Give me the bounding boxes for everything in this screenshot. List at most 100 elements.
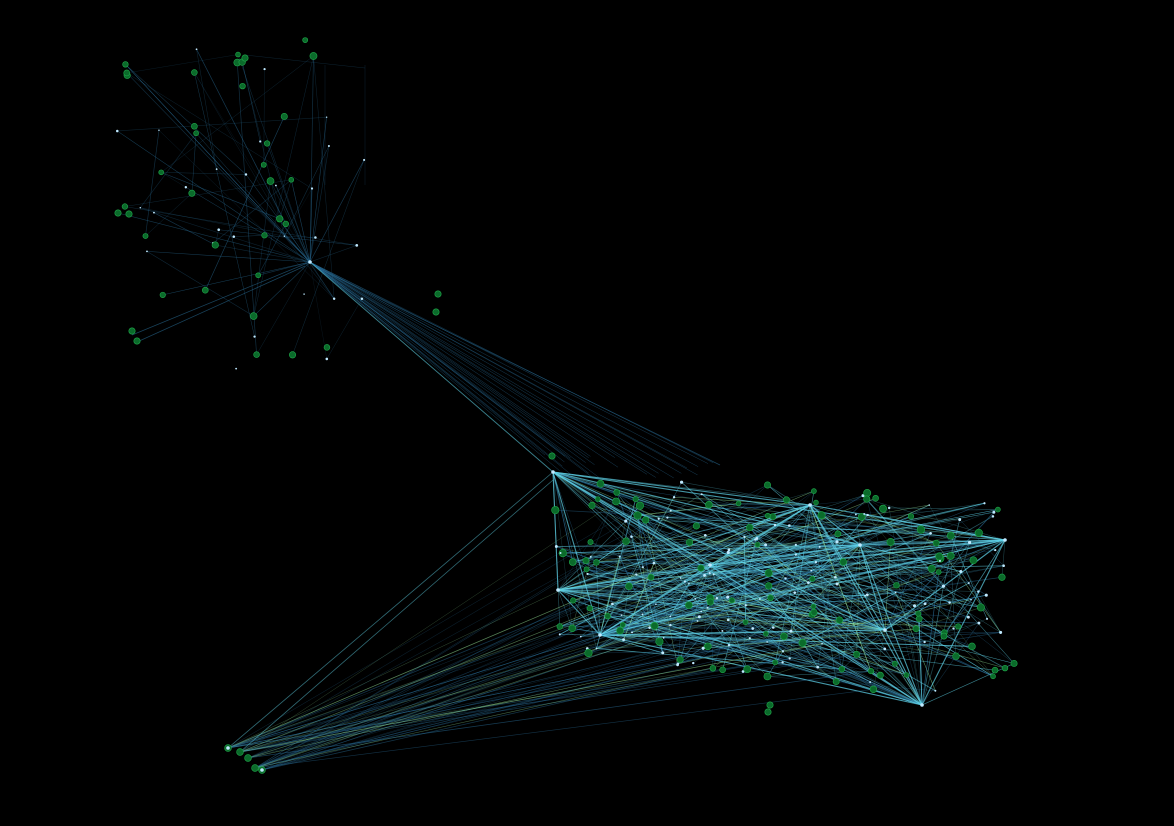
graph-node [116,129,119,133]
fan-edge [239,535,951,753]
ul-edge [194,72,280,219]
graph-node [879,504,887,513]
ul-edge [117,130,311,263]
cluster-edge [552,471,969,618]
ul-edge [131,261,311,336]
fan-edge [254,643,823,769]
fan-edge [239,479,554,753]
cluster-edge [637,503,739,516]
cluster-edge [944,591,979,633]
fan-edge [261,648,704,771]
graph-node [816,665,820,669]
graph-node [632,496,639,503]
graph-node [251,764,259,772]
graph-node [727,644,731,647]
ul-edge [263,69,265,165]
cluster-edge [767,509,998,516]
graph-node [929,531,932,535]
cluster-edge [588,604,690,654]
cluster-edge [599,634,973,647]
graph-node [773,523,777,527]
ul-edge [126,54,239,74]
graph-node [892,660,898,667]
cluster-edge [599,634,663,654]
cluster-edge [557,560,940,591]
graph-node [263,67,266,71]
graph-node [712,573,715,576]
graph-node [781,650,785,653]
graph-node [650,621,659,630]
graph-node [662,637,665,639]
graph-node [683,580,686,583]
cluster-edge [596,632,945,649]
cluster-edge [944,622,979,633]
graph-node [310,187,314,190]
fan-edge [227,515,822,749]
graph-node [622,638,626,642]
cluster-edge [841,668,923,706]
graph-node [706,606,709,609]
cluster-edge [557,540,627,591]
fan-edge [239,561,844,753]
ul-edge [258,261,311,276]
bridge-edge [309,261,566,457]
graph-node [755,536,759,540]
ul-edge [161,172,280,220]
graph-node [772,659,778,666]
ul-edge [309,55,314,263]
cluster-edge [728,544,861,553]
graph-node [764,481,771,489]
ul-edge [309,245,357,263]
bridge-edge [309,261,586,463]
cluster-edge [689,490,814,543]
cluster-edge [768,585,923,706]
fan-edge [254,510,671,769]
cluster-edge [572,561,868,595]
cluster-edge [645,519,931,534]
graph-node [806,581,810,584]
ul-edge [326,298,363,360]
cluster-edge [560,552,768,643]
fan-edge [239,632,945,753]
fan-edge [227,574,637,749]
cluster-edge [884,582,970,631]
graph-node [781,661,784,664]
graph-edges [117,49,1015,771]
graph-node [669,509,672,512]
fan-edge [254,509,998,769]
bridge-edge [309,261,571,459]
graph-node [332,297,336,300]
graph-node [235,51,241,58]
graph-node [709,665,717,672]
graph-node [308,260,312,264]
graph-node [985,617,989,620]
graph-node [624,519,628,523]
graph-node [948,601,951,604]
graph-node [302,37,309,43]
graph-node [969,556,978,565]
bridge-edge [309,261,546,456]
cluster-edge [559,504,811,635]
graph-node [958,518,962,522]
cluster-edge [709,597,837,682]
graph-node [726,550,730,555]
graph-node [260,768,264,772]
graph-node [260,161,267,168]
graph-node [355,244,359,247]
bridge-edge [309,261,616,458]
cluster-edge [599,632,1001,636]
bridge-edge [317,267,721,466]
graph-node [360,297,364,301]
graph-node [869,685,878,694]
graph-node [835,616,844,624]
fan-edge [261,636,784,771]
graph-node [1010,659,1018,667]
ul-edge [158,130,335,299]
graph-node [616,626,624,635]
graph-node [596,479,605,488]
cluster-edge [822,643,957,657]
hub-edge [709,564,886,631]
cluster-edge [599,634,973,647]
cluster-edge [924,628,954,643]
graph-node [620,622,626,628]
